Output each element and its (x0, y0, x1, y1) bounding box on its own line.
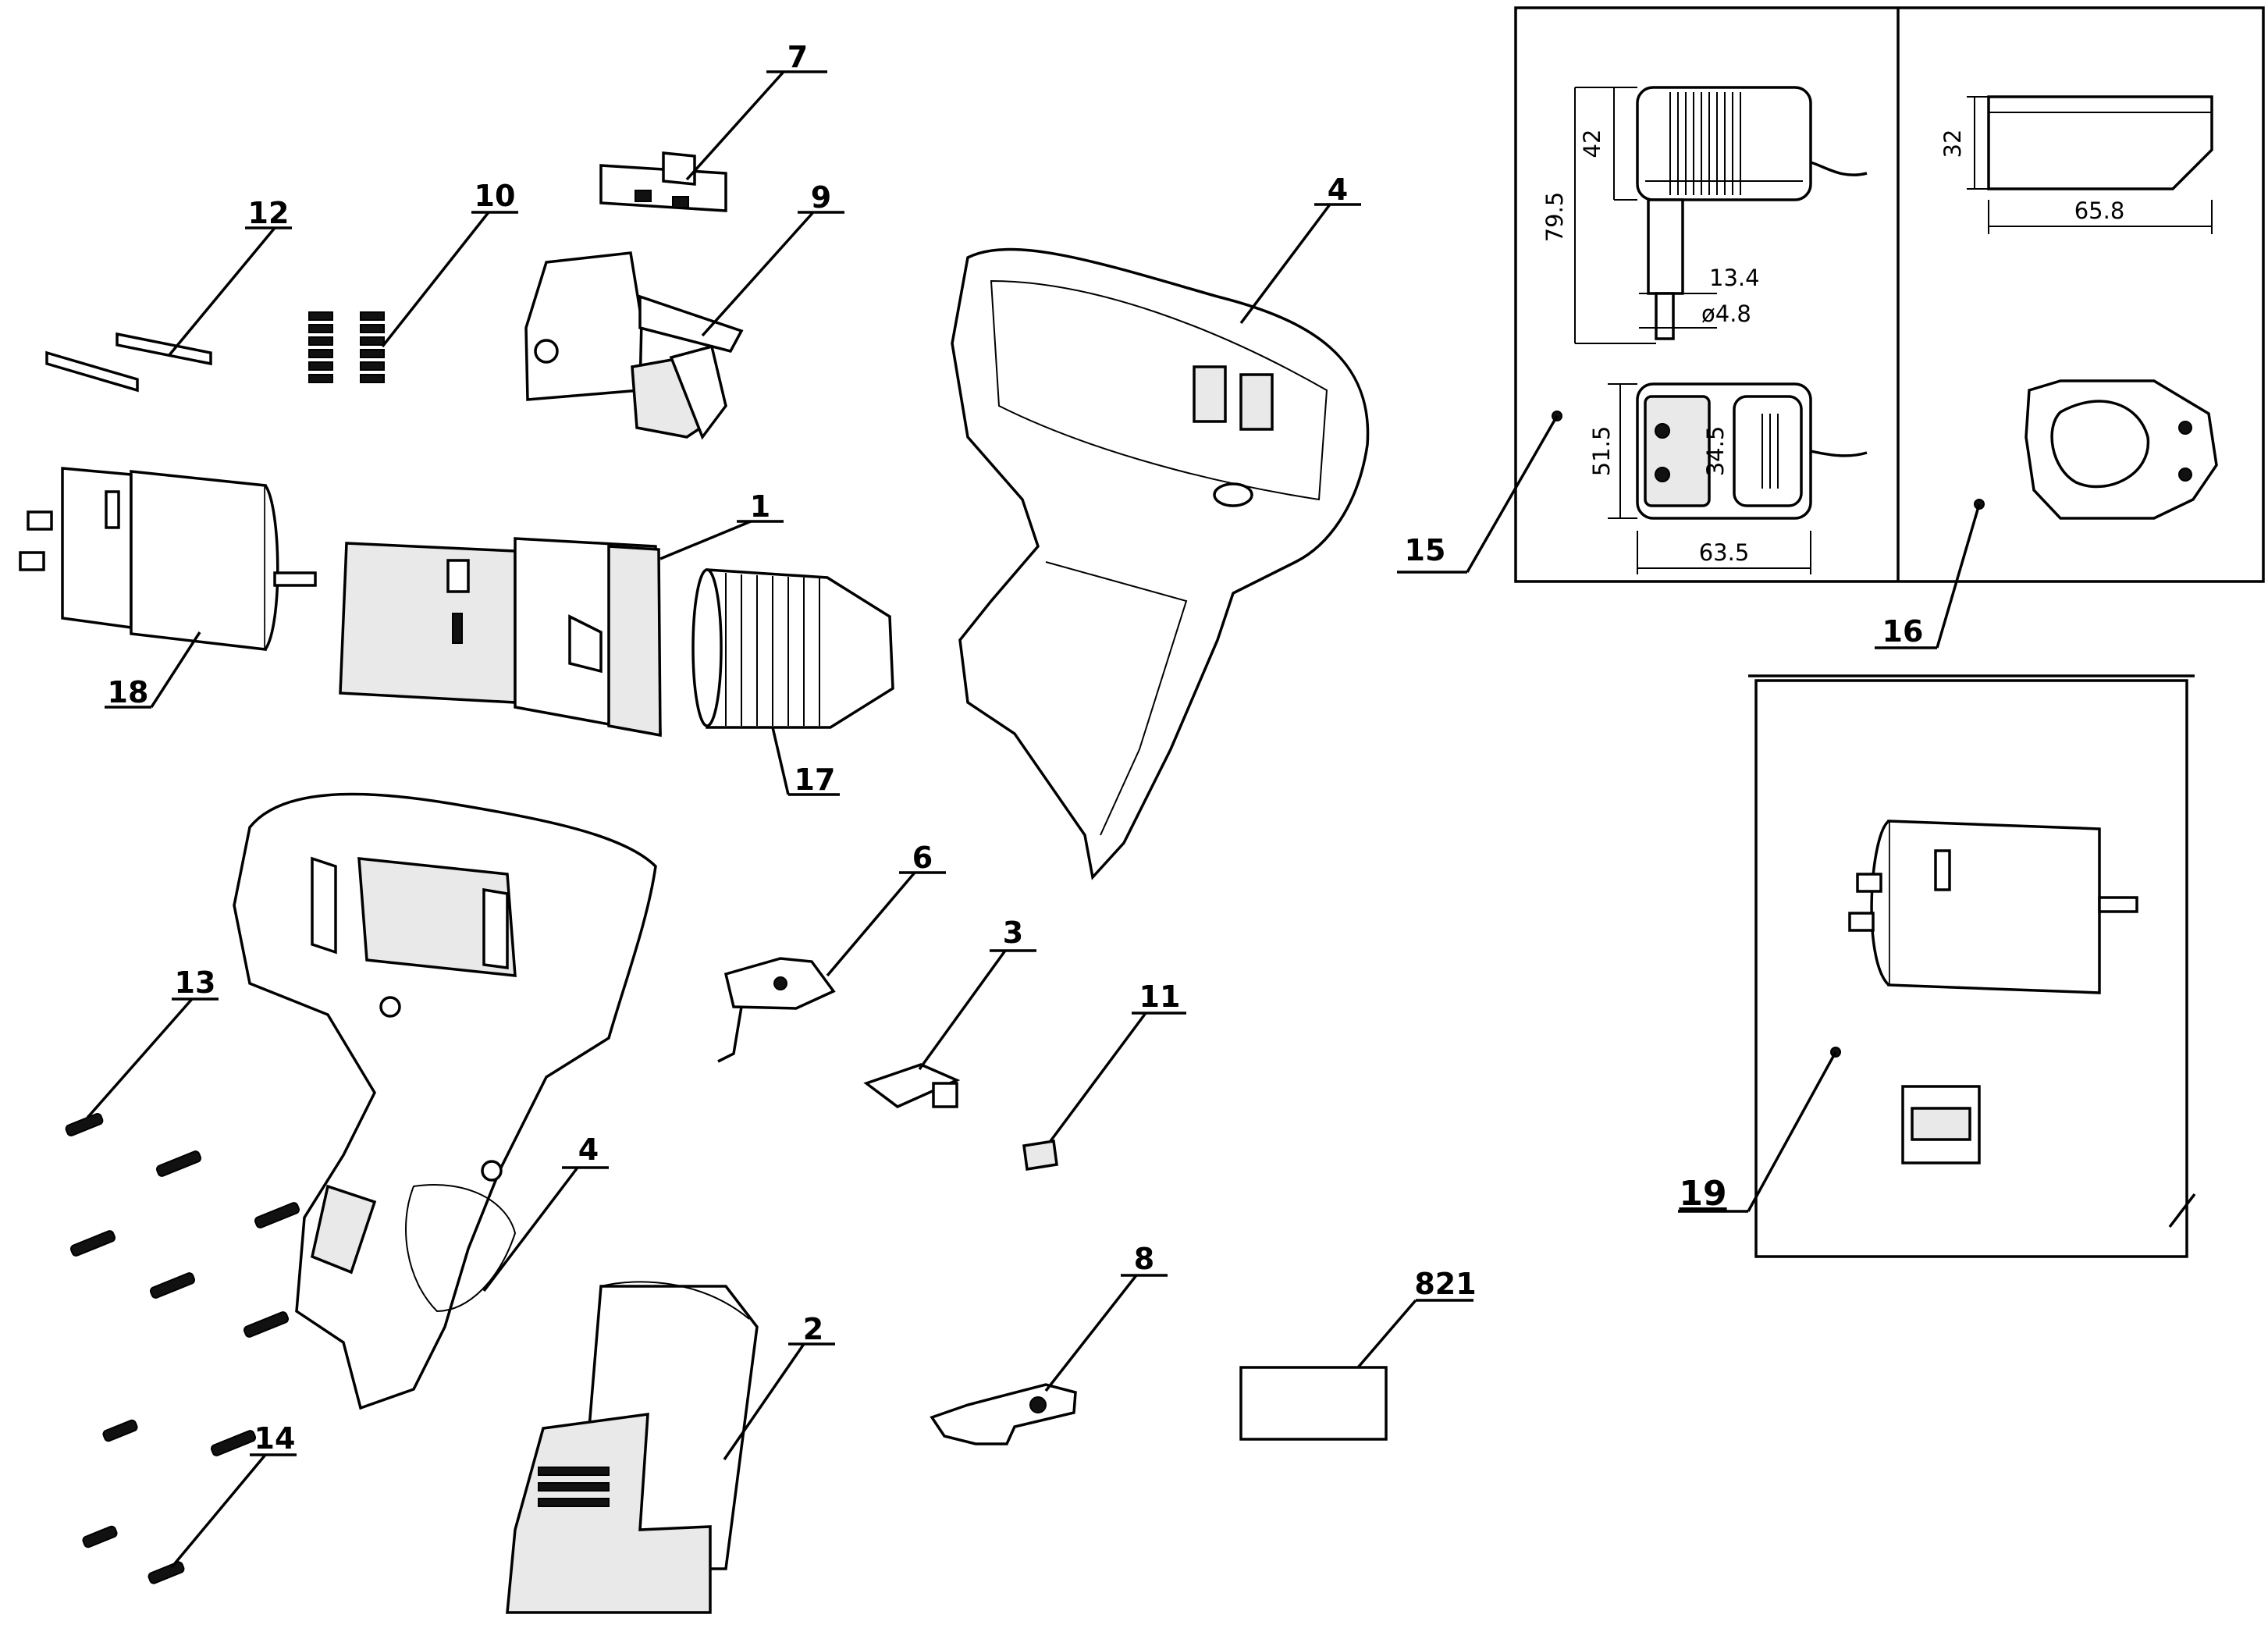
dim-pin-dia: ø4.8 (1701, 300, 1751, 327)
screw (254, 1202, 300, 1228)
charger-label (1733, 395, 1803, 507)
screw (210, 1430, 257, 1456)
charger-cable (1810, 161, 1868, 176)
callout-15: 15 (1405, 533, 1446, 567)
callout-6: 6 (912, 841, 933, 875)
part-18-motor (19, 467, 317, 651)
callout-821: 821 (1414, 1267, 1476, 1301)
part-1-gearbox (339, 537, 662, 738)
leaders-inset (1397, 411, 1985, 649)
callout-labels: 7 12 10 9 4 1 18 17 6 3 11 13 4 8 821 2 … (108, 40, 1924, 1456)
dim-height-total: 79.5 (1541, 192, 1568, 243)
inset-frame (1514, 6, 2265, 583)
screw (243, 1311, 290, 1338)
switch-body (524, 251, 643, 401)
dim-height-body: 42 (1579, 130, 1605, 158)
part-821-label-box (1239, 1366, 1388, 1441)
callout-3: 3 (1003, 916, 1023, 950)
part-4-housing-half-right (951, 247, 1370, 880)
callout-10: 10 (475, 179, 516, 213)
housing-shell (951, 247, 1370, 880)
part-17-chuck (691, 568, 894, 729)
charging-cradle: 32 65.8 (1939, 95, 2218, 520)
charger-front-view: 51.5 34.5 63.5 (1588, 382, 1868, 574)
charger-socket (1644, 395, 1711, 507)
motor-kit-panel (1678, 674, 2196, 1258)
motor-kit-frame (1754, 679, 2188, 1258)
part-4-housing-half-left (233, 792, 657, 1410)
screw (155, 1150, 202, 1177)
part-10-springs (308, 311, 385, 383)
callout-4-upper: 4 (1328, 172, 1348, 207)
screw (149, 1272, 196, 1299)
callout-8: 8 (1134, 1242, 1154, 1276)
part-2-battery (506, 1281, 759, 1614)
screw (65, 1113, 104, 1136)
part-11-clip (1022, 1139, 1058, 1172)
callout-12: 12 (248, 196, 290, 230)
callout-13: 13 (175, 965, 216, 1000)
accessory-inset-panel (1514, 6, 2265, 583)
callout-7: 7 (787, 40, 808, 74)
cradle-side (1987, 95, 2213, 190)
part-8-lever (930, 1383, 1077, 1445)
callout-11: 11 (1139, 980, 1181, 1014)
screw (102, 1419, 138, 1442)
part-6-switch-board (717, 957, 836, 1063)
motor-kit-motor (1848, 820, 2138, 994)
callout-16: 16 (1882, 614, 1924, 649)
callout-1: 1 (750, 489, 770, 524)
cradle-pocket (2050, 400, 2150, 489)
dim-cradle-height: 32 (1939, 130, 1966, 158)
charger-pin (1655, 292, 1675, 340)
battery-base (506, 1412, 712, 1614)
chuck-body (706, 568, 894, 729)
dim-width: 63.5 (1699, 539, 1750, 566)
callout-14: 14 (254, 1421, 296, 1456)
callout-4-lower: 4 (578, 1132, 599, 1167)
callout-9: 9 (811, 180, 831, 215)
part-3-plate (863, 1063, 961, 1109)
screw (69, 1230, 116, 1257)
motor-can (130, 470, 267, 651)
dim-pin-span: 13.4 (1709, 265, 1760, 291)
dim-cradle-length: 65.8 (2074, 197, 2125, 224)
charger-side-view: 42 79.5 13.4 ø4.8 (1541, 86, 1868, 344)
screws (65, 1113, 300, 1584)
callout-19: 19 (1679, 1174, 1726, 1214)
part-9-trigger-switch (524, 251, 744, 440)
housing-window (357, 857, 517, 977)
dim-depth: 51.5 (1588, 426, 1615, 477)
callout-2: 2 (803, 1312, 823, 1346)
callout-18: 18 (108, 675, 149, 709)
leader-lines (86, 70, 1473, 1569)
screw (148, 1561, 185, 1584)
part-7-direction-switch (599, 151, 727, 212)
callout-17: 17 (795, 763, 836, 797)
screw (82, 1525, 118, 1548)
motor-kit-can (1887, 820, 2101, 994)
part-12-pins (45, 332, 212, 393)
dim-socket-span: 34.5 (1702, 426, 1729, 477)
charger-plug-neck (1647, 198, 1684, 295)
gearbox-housing (339, 542, 517, 704)
